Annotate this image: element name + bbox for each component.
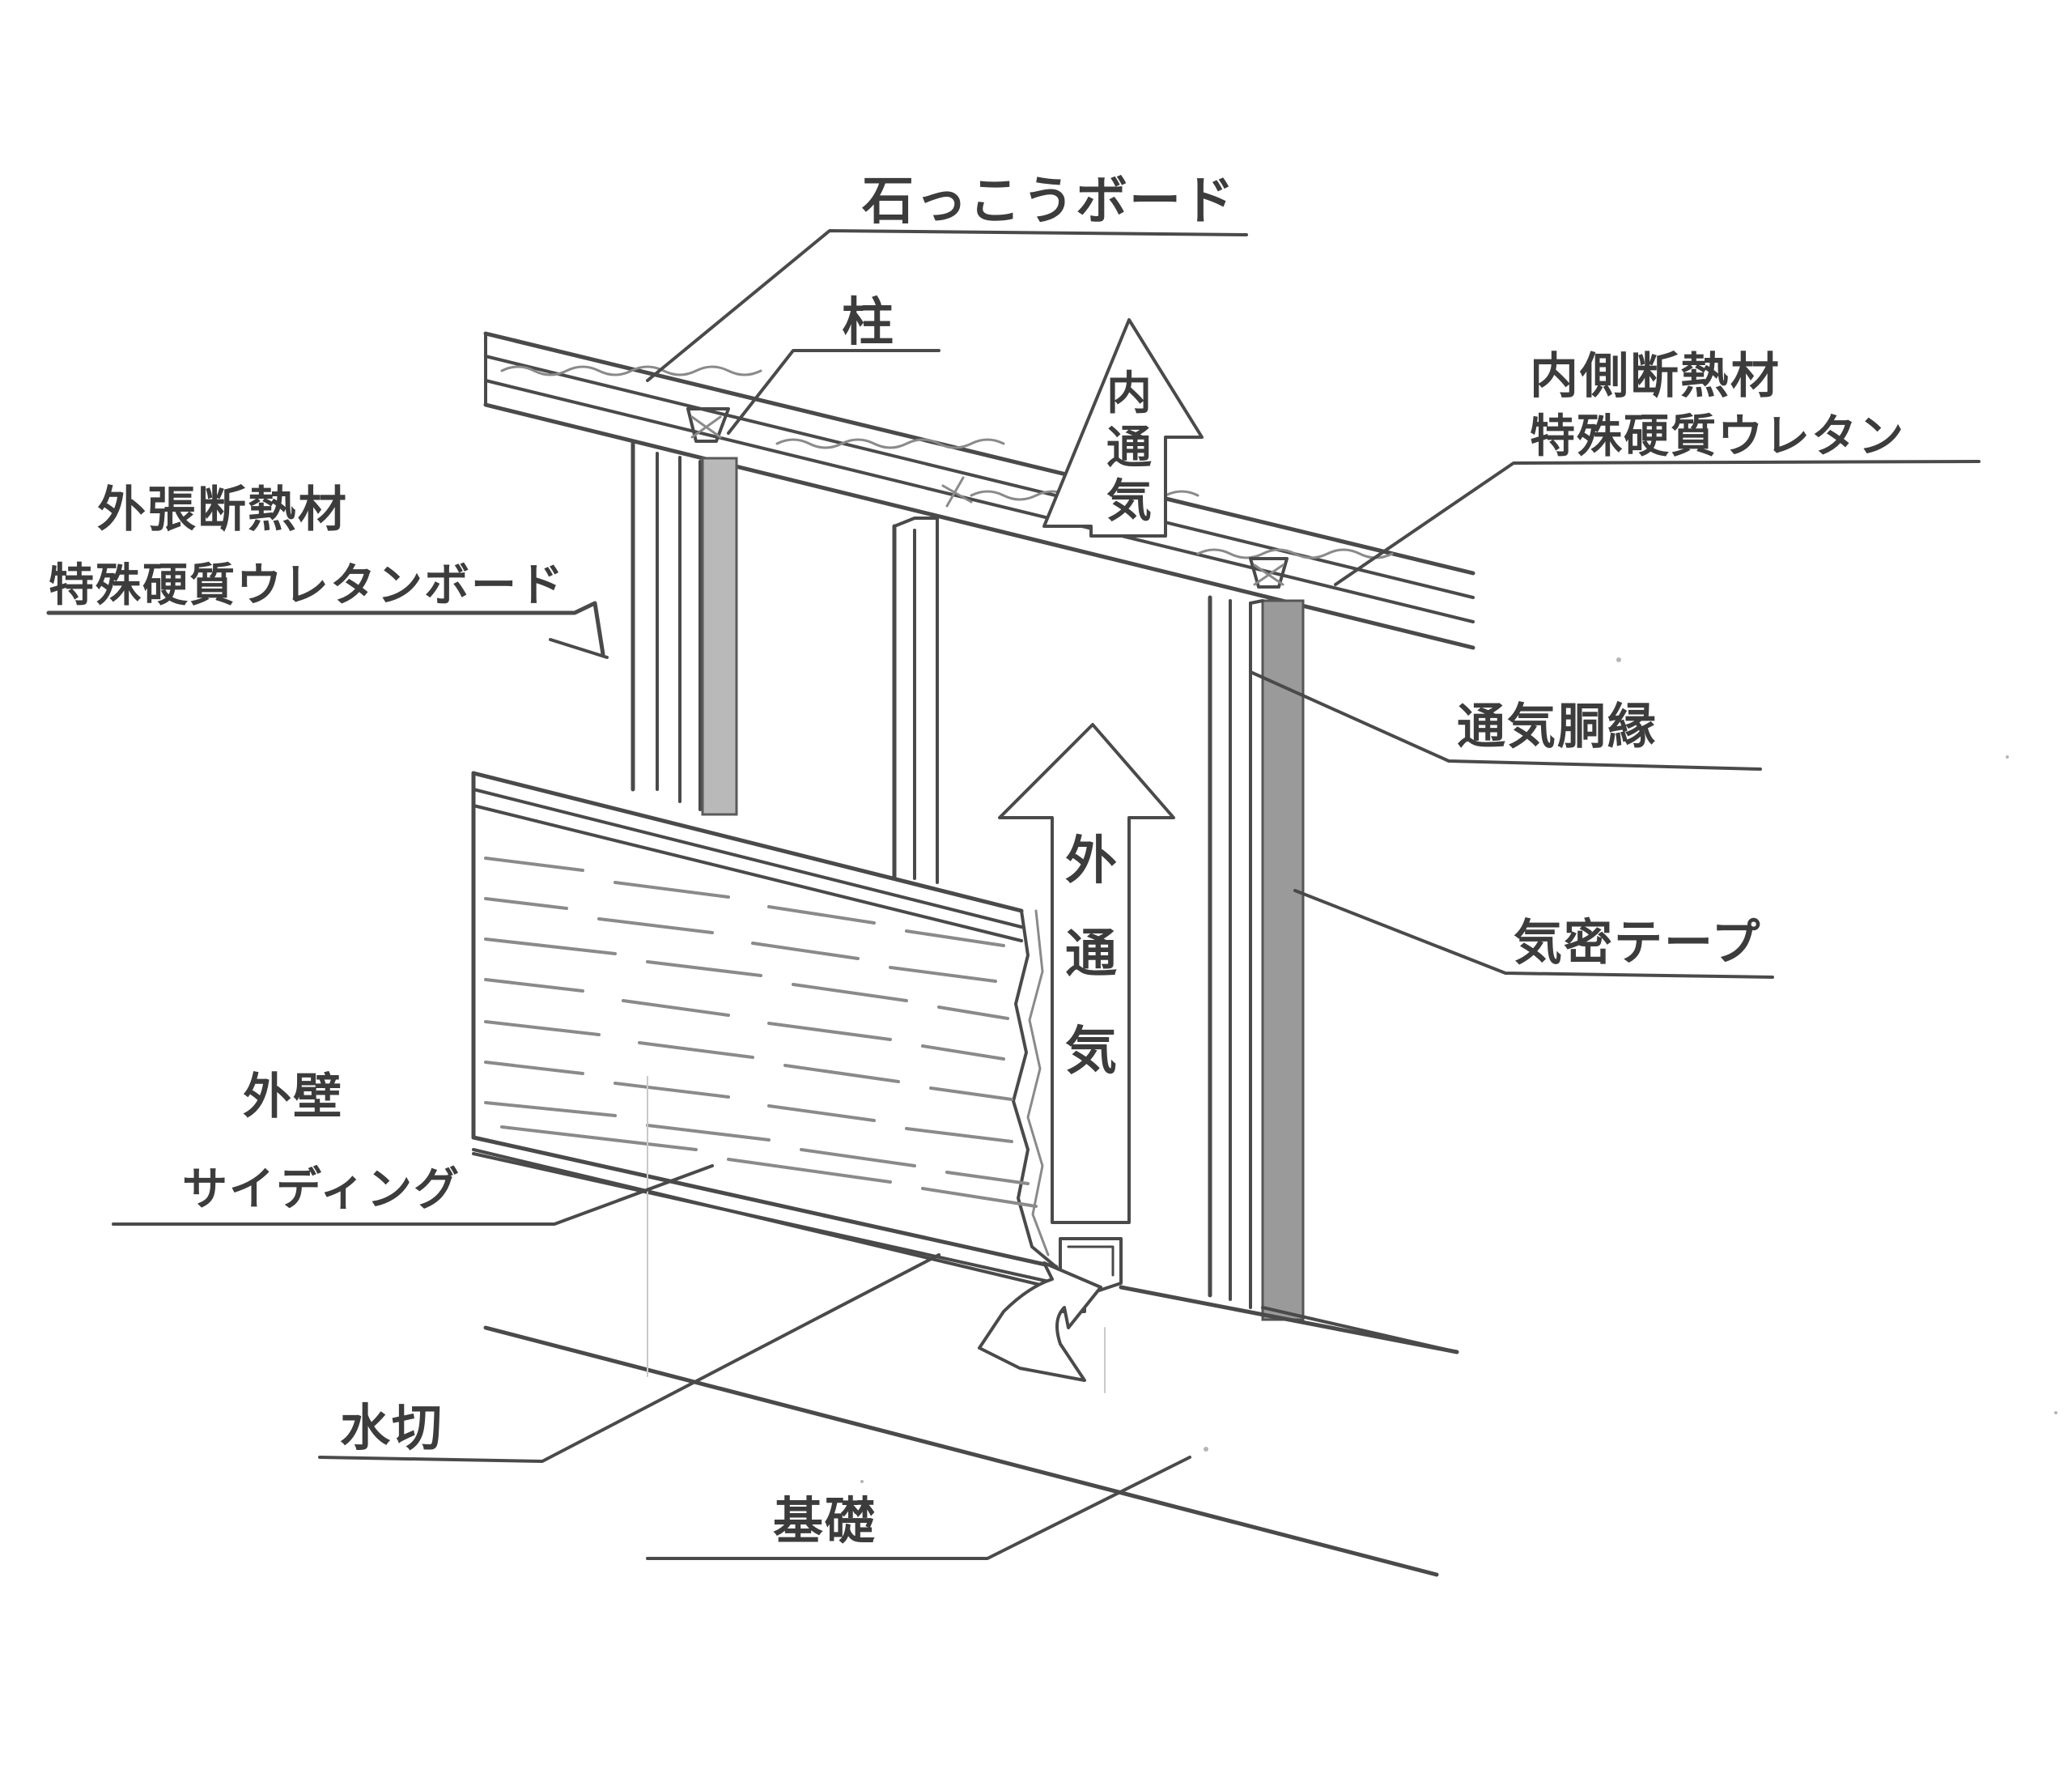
left-pillar bbox=[631, 407, 738, 816]
outer-airflow-char-2: 通 bbox=[1065, 925, 1117, 984]
label-exterior-wall-line2: サイディング bbox=[182, 1163, 461, 1216]
top-interior-board bbox=[483, 331, 1475, 650]
inner-airflow-char-1: 内 bbox=[1106, 368, 1152, 420]
label-inner-insulation-line2: 特殊硬質ウレタン bbox=[1530, 410, 1905, 463]
outer-airflow-arrow: 外 通 気 bbox=[998, 723, 1175, 1224]
label-flashing: 水切 bbox=[340, 1398, 444, 1457]
label-gypsum-board: 石っこうボード bbox=[862, 172, 1236, 232]
foundation-lines bbox=[483, 1076, 1459, 1577]
outer-airflow-char-1: 外 bbox=[1065, 831, 1117, 891]
label-exterior-wall-line1: 外壁 bbox=[243, 1069, 343, 1125]
label-outer-insulation-line2: 特殊硬質ウレタンボード bbox=[49, 559, 565, 612]
label-airtight-tape: 気密テープ bbox=[1514, 915, 1761, 972]
siding-panel bbox=[471, 771, 1059, 1285]
label-furring-strip: 通気胴縁 bbox=[1457, 699, 1658, 755]
label-outer-insulation-line1: 外張断熱材 bbox=[97, 482, 348, 538]
middle-pillar bbox=[892, 476, 973, 884]
bottom-airflow-curl bbox=[978, 1261, 1102, 1382]
leader-lines bbox=[46, 229, 1981, 1560]
paper-speckles bbox=[860, 657, 2057, 1483]
right-pillar bbox=[1208, 557, 1305, 1321]
inner-airflow-char-3: 気 bbox=[1106, 475, 1152, 528]
outer-airflow-char-3: 気 bbox=[1065, 1022, 1117, 1082]
inner-airflow-char-2: 通 bbox=[1106, 422, 1152, 474]
label-inner-insulation-line1: 内側断熱材 bbox=[1530, 348, 1781, 405]
label-pillar: 柱 bbox=[842, 293, 895, 353]
label-foundation: 基礎 bbox=[773, 1491, 877, 1550]
inner-airflow-arrow: 内 通 気 bbox=[1042, 318, 1204, 538]
